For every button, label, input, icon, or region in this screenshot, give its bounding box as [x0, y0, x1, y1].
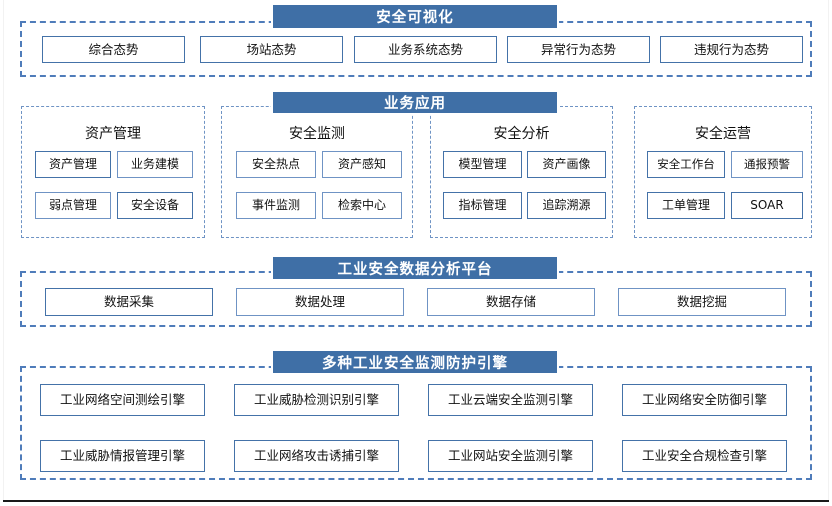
item-website-security-monitoring-engine[interactable]: 工业网站安全监测引擎 — [428, 440, 593, 472]
item-compliance-inspection-engine[interactable]: 工业安全合规检查引擎 — [622, 440, 787, 472]
item-data-collection[interactable]: 数据采集 — [45, 288, 213, 316]
item-network-security-defense-engine[interactable]: 工业网络安全防御引擎 — [622, 384, 787, 416]
item-station-situation[interactable]: 场站态势 — [200, 36, 343, 63]
item-work-order-management[interactable]: 工单管理 — [647, 192, 725, 219]
group-security-analysis: 安全分析 模型管理 资产画像 指标管理 追踪溯源 — [430, 106, 613, 238]
section-banner-detection-protection-engines: 多种工业安全监测防护引擎 — [271, 349, 559, 375]
page-border-right — [828, 0, 829, 501]
item-security-device[interactable]: 安全设备 — [117, 192, 193, 219]
group-security-monitoring: 安全监测 安全热点 资产感知 事件监测 检索中心 — [221, 106, 413, 238]
item-attack-trapping-engine[interactable]: 工业网络攻击诱捕引擎 — [234, 440, 399, 472]
group-title-security-analysis: 安全分析 — [493, 126, 550, 142]
item-asset-management[interactable]: 资产管理 — [35, 151, 111, 178]
item-business-modeling[interactable]: 业务建模 — [117, 151, 193, 178]
item-comprehensive-situation[interactable]: 综合态势 — [42, 36, 185, 63]
item-notification-alert[interactable]: 通报预警 — [731, 151, 803, 178]
item-asset-portrait[interactable]: 资产画像 — [527, 151, 606, 178]
item-security-workbench[interactable]: 安全工作台 — [647, 151, 725, 178]
item-threat-detection-engine[interactable]: 工业威胁检测识别引擎 — [234, 384, 399, 416]
item-threat-intelligence-management-engine[interactable]: 工业威胁情报管理引擎 — [40, 440, 205, 472]
item-asset-awareness[interactable]: 资产感知 — [322, 151, 402, 178]
item-cloud-security-monitoring-engine[interactable]: 工业云端安全监测引擎 — [428, 384, 593, 416]
item-soar[interactable]: SOAR — [731, 192, 803, 219]
item-tracing-source[interactable]: 追踪溯源 — [527, 192, 606, 219]
section-banner-data-analysis-platform: 工业安全数据分析平台 — [271, 255, 559, 281]
group-title-asset-management: 资产管理 — [85, 126, 141, 142]
page-border-left — [3, 0, 4, 501]
item-event-monitoring[interactable]: 事件监测 — [236, 192, 316, 219]
item-data-storage[interactable]: 数据存储 — [427, 288, 595, 316]
item-data-mining[interactable]: 数据挖掘 — [618, 288, 786, 316]
item-vulnerability-management[interactable]: 弱点管理 — [35, 192, 111, 219]
item-abnormal-behavior-situation[interactable]: 异常行为态势 — [507, 36, 650, 63]
item-violation-behavior-situation[interactable]: 违规行为态势 — [660, 36, 803, 63]
item-model-management[interactable]: 模型管理 — [443, 151, 522, 178]
section-banner-business-application: 业务应用 — [271, 90, 559, 115]
item-business-system-situation[interactable]: 业务系统态势 — [354, 36, 497, 63]
group-title-security-operations: 安全运营 — [695, 126, 751, 142]
page-border-bottom — [3, 500, 829, 502]
item-indicator-management[interactable]: 指标管理 — [443, 192, 522, 219]
item-data-processing[interactable]: 数据处理 — [236, 288, 404, 316]
section-banner-security-visualization: 安全可视化 — [271, 3, 559, 30]
group-security-operations: 安全运营 安全工作台 通报预警 工单管理 SOAR — [634, 106, 812, 238]
item-retrieval-center[interactable]: 检索中心 — [322, 192, 402, 219]
item-cyberspace-mapping-engine[interactable]: 工业网络空间测绘引擎 — [40, 384, 205, 416]
group-asset-management: 资产管理 资产管理 业务建模 弱点管理 安全设备 — [21, 106, 205, 238]
group-title-security-monitoring: 安全监测 — [289, 126, 345, 142]
item-security-hotspot[interactable]: 安全热点 — [236, 151, 316, 178]
